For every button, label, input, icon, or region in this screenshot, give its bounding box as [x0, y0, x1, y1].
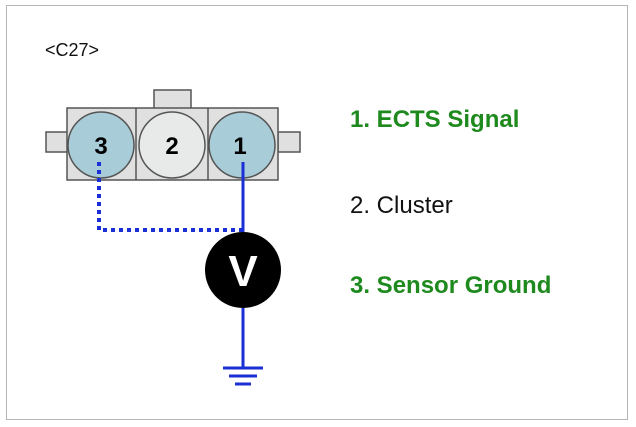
diagram-frame	[6, 5, 628, 420]
connector-latch	[153, 89, 192, 111]
connector-left-tab	[45, 131, 69, 153]
voltmeter-icon: V	[205, 232, 281, 308]
pin-2-label: 2	[165, 133, 178, 160]
legend-item-sensor-ground: 3. Sensor Ground	[350, 272, 552, 299]
legend-item-cluster: 2. Cluster	[350, 192, 453, 219]
pin-2: 2	[138, 111, 206, 179]
legend-item-ects-signal: 1. ECTS Signal	[350, 106, 520, 133]
ground-symbol-icon	[223, 366, 263, 386]
connector-right-tab	[277, 131, 301, 153]
connector-label: <C27>	[45, 40, 100, 60]
pin-3: 3	[67, 111, 135, 179]
sensor-ground-wire	[97, 162, 242, 232]
pin-1-label: 1	[233, 133, 246, 160]
pin-3-label: 3	[94, 133, 107, 160]
voltmeter-symbol: V	[228, 247, 258, 296]
